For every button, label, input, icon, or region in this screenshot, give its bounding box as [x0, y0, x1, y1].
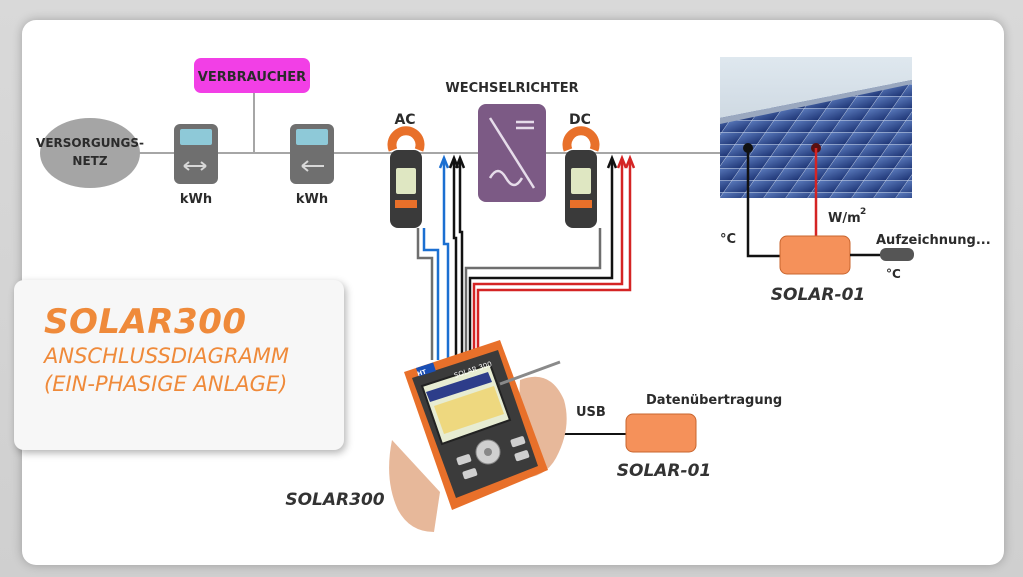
usb-label: USB [576, 405, 606, 420]
irradiance-exponent: 2 [860, 207, 866, 217]
ac-current-clamp: AC [387, 112, 425, 228]
solar01-remote-unit-bottom: SOLAR-01 [617, 413, 712, 481]
inverter-label: WECHSELRICHTER [445, 81, 578, 96]
title-subtitle-line1: ANSCHLUSSDIAGRAMM [44, 344, 290, 368]
usb-connection: USB Datenübertragung [560, 393, 782, 435]
meter-2-label: kWh [296, 192, 328, 207]
ac-label: AC [394, 112, 415, 128]
irradiance-sensor: W/m 2 [811, 143, 866, 236]
grid-label-line2: NETZ [72, 154, 107, 168]
temp-label-panel: °C [720, 232, 736, 247]
stylus-pen [499, 360, 561, 386]
title-subtitle-line2: (EIN-PHASIGE ANLAGE) [44, 372, 288, 396]
title-card: SOLAR300 ANSCHLUSSDIAGRAMM (EIN-PHASIGE … [14, 280, 344, 450]
solar300-instrument: SOLAR 300 HT SOLAR300 [285, 340, 567, 532]
ac-measurement-wires [416, 154, 466, 360]
inverter: WECHSELRICHTER [445, 81, 579, 202]
device-label: SOLAR300 [285, 490, 384, 510]
irradiance-label: W/m [828, 211, 861, 226]
energy-meter-1: kWh [174, 124, 218, 207]
data-transfer-label: Datenübertragung [646, 393, 782, 408]
consumer-box: VERBRAUCHER [194, 58, 310, 93]
consumer-label: VERBRAUCHER [198, 70, 306, 85]
meter-1-label: kWh [180, 192, 212, 207]
temperature-probe-panel: °C [720, 143, 780, 258]
device-brand: HT [416, 368, 428, 378]
recording-label: Aufzeichnung... [876, 233, 991, 248]
temp-label-ambient: °C [886, 267, 901, 281]
solar01-label-bottom: SOLAR-01 [617, 461, 712, 481]
energy-meter-2: kWh [290, 124, 334, 207]
solar01-remote-unit-top: Aufzeichnung... °C SOLAR-01 [771, 233, 991, 305]
supply-grid: VERSORGUNGS- NETZ [36, 118, 144, 188]
dc-current-clamp: DC [562, 112, 600, 228]
dc-measurement-wires [464, 154, 636, 360]
solar01-label-top: SOLAR-01 [771, 285, 866, 305]
left-hand [389, 440, 440, 532]
dc-label: DC [569, 112, 591, 128]
title-main: SOLAR300 [44, 302, 247, 342]
grid-label-line1: VERSORGUNGS- [36, 136, 144, 150]
